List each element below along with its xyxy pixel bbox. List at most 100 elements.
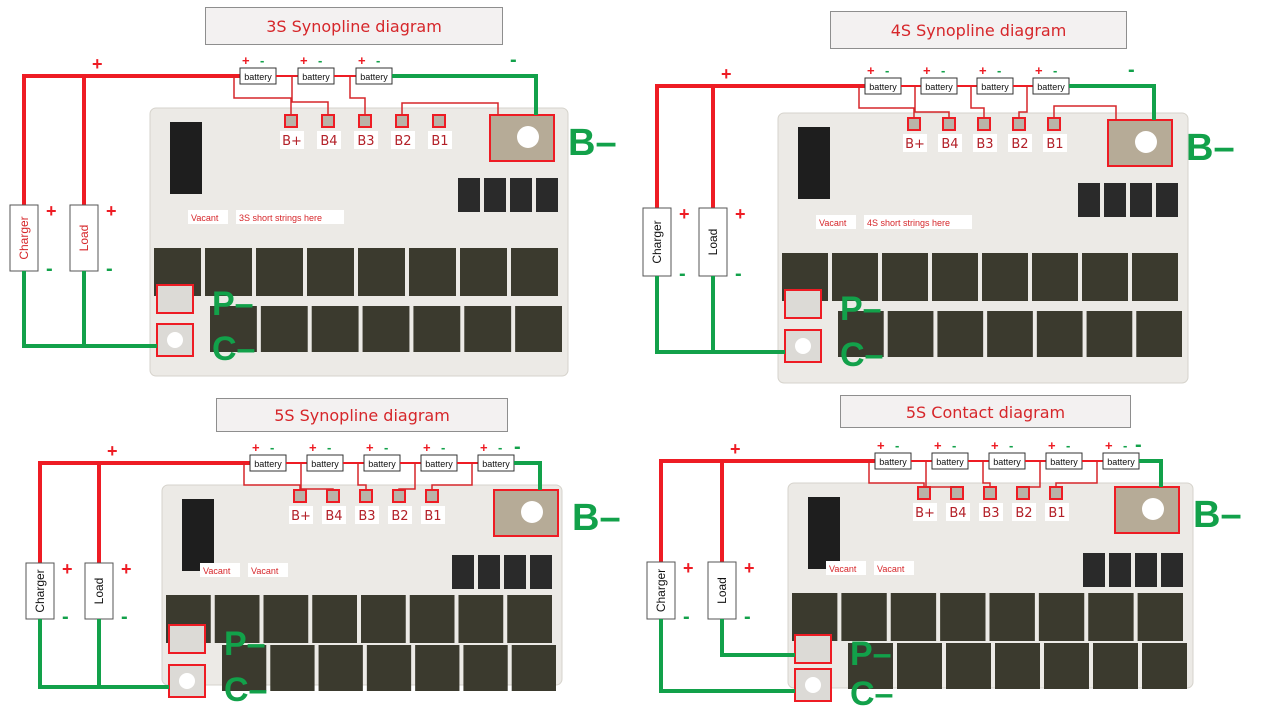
balance-tap-wire	[349, 76, 366, 115]
balance-pad	[321, 114, 335, 128]
shunt-resistor	[1161, 553, 1183, 587]
pad-label: B2	[394, 134, 411, 149]
battery-minus-sign: -	[997, 63, 1001, 78]
shunt-resistor	[484, 178, 506, 212]
battery-label: battery	[879, 457, 907, 467]
bus-plus-sign: +	[92, 54, 103, 74]
mosfet	[458, 595, 504, 643]
note-bg	[236, 210, 344, 224]
load-label: Load	[715, 577, 729, 604]
panel-title: 4S Synopline diagram	[830, 11, 1127, 49]
mosfet	[511, 248, 558, 296]
balance-tap-wire	[357, 463, 367, 490]
charger-negative-wire	[659, 619, 795, 693]
battery-plus-sign: +	[252, 440, 260, 455]
bus-minus-sign: -	[1135, 434, 1142, 456]
mosfet	[263, 595, 309, 643]
balance-pad	[977, 117, 991, 131]
pad-label: B1	[424, 509, 441, 524]
battery-plus-sign: +	[480, 440, 488, 455]
shunt-resistor	[504, 555, 526, 589]
terminal-hole	[795, 338, 811, 354]
unused-pad-short-wire	[1053, 105, 1117, 120]
battery-plus-sign: +	[1105, 438, 1113, 453]
p-minus-label: P–	[212, 285, 254, 323]
balance-pad	[358, 114, 372, 128]
p-minus-terminal	[156, 284, 194, 314]
balance-pad	[1016, 486, 1030, 500]
shunt-resistor	[1078, 183, 1100, 217]
note-label: Vacant	[251, 566, 279, 576]
pad-label: B3	[357, 134, 374, 149]
balance-tap-wire	[868, 461, 925, 487]
battery-minus-sign: -	[260, 53, 264, 68]
battery-minus-sign: -	[318, 53, 322, 68]
p-minus-terminal	[794, 634, 832, 664]
mosfet	[838, 311, 884, 357]
balance-tap-wire	[858, 86, 915, 118]
charger-box	[25, 562, 55, 620]
pad-label: B2	[391, 509, 408, 524]
pad-label: B3	[358, 509, 375, 524]
mosfet	[311, 306, 359, 352]
pad-label-bg	[421, 506, 445, 524]
load-label: Load	[706, 229, 720, 256]
mosfet	[832, 253, 878, 301]
battery-plus-sign: +	[991, 438, 999, 453]
pad-label-bg	[1043, 134, 1067, 152]
pad-label-bg	[354, 131, 378, 149]
pad-label-bg	[1045, 503, 1069, 521]
note-label: Vacant	[203, 566, 231, 576]
mosfet	[982, 253, 1028, 301]
pad-label-bg	[979, 503, 1003, 521]
positive-bus-wire	[659, 459, 875, 562]
mosfet	[1136, 311, 1182, 357]
panel-title: 3S Synopline diagram	[205, 7, 503, 45]
shunt-resistor	[530, 555, 552, 589]
pad-label-bg	[913, 503, 937, 521]
b-minus-label: B–	[572, 497, 621, 539]
balance-pad	[432, 114, 446, 128]
terminal-plus-sign: +	[744, 558, 755, 578]
mosfet	[890, 593, 937, 641]
balance-tap-wire	[970, 86, 985, 118]
pad-label-bg	[391, 131, 415, 149]
note-label: Vacant	[829, 564, 857, 574]
bus-plus-sign: +	[730, 439, 741, 459]
b-minus-label: B–	[568, 122, 617, 164]
mosfet	[318, 645, 363, 691]
terminal-minus-sign: -	[121, 606, 128, 628]
c-minus-label: C–	[850, 675, 893, 713]
bus-minus-sign: -	[510, 49, 517, 71]
balance-pad	[293, 489, 307, 503]
terminal-minus-sign: -	[679, 263, 686, 285]
charger-negative-wire	[655, 276, 785, 354]
mosfet	[464, 306, 512, 352]
pad-label: B3	[982, 506, 999, 521]
mosfet	[1082, 253, 1128, 301]
battery-plus-sign: +	[934, 438, 942, 453]
balance-tap-wire	[1055, 461, 1098, 487]
load-label: Load	[77, 225, 91, 252]
terminal-plus-sign: +	[62, 559, 73, 579]
mosfet	[1132, 253, 1178, 301]
battery-minus-sign: -	[327, 440, 331, 455]
mosfet	[1088, 593, 1134, 641]
terminal-plus-sign: +	[683, 558, 694, 578]
charger-label: Charger	[17, 216, 31, 259]
balance-tap-wire	[291, 76, 329, 115]
charger-label: Charger	[650, 220, 664, 263]
p-minus-terminal	[168, 624, 206, 654]
pad-label-bg	[973, 134, 997, 152]
mosfet	[848, 643, 893, 689]
mosfet	[989, 593, 1035, 641]
terminal-minus-sign: -	[735, 263, 742, 285]
mosfet	[222, 645, 267, 691]
p-minus-label: P–	[840, 290, 882, 328]
note-bg	[188, 210, 228, 224]
